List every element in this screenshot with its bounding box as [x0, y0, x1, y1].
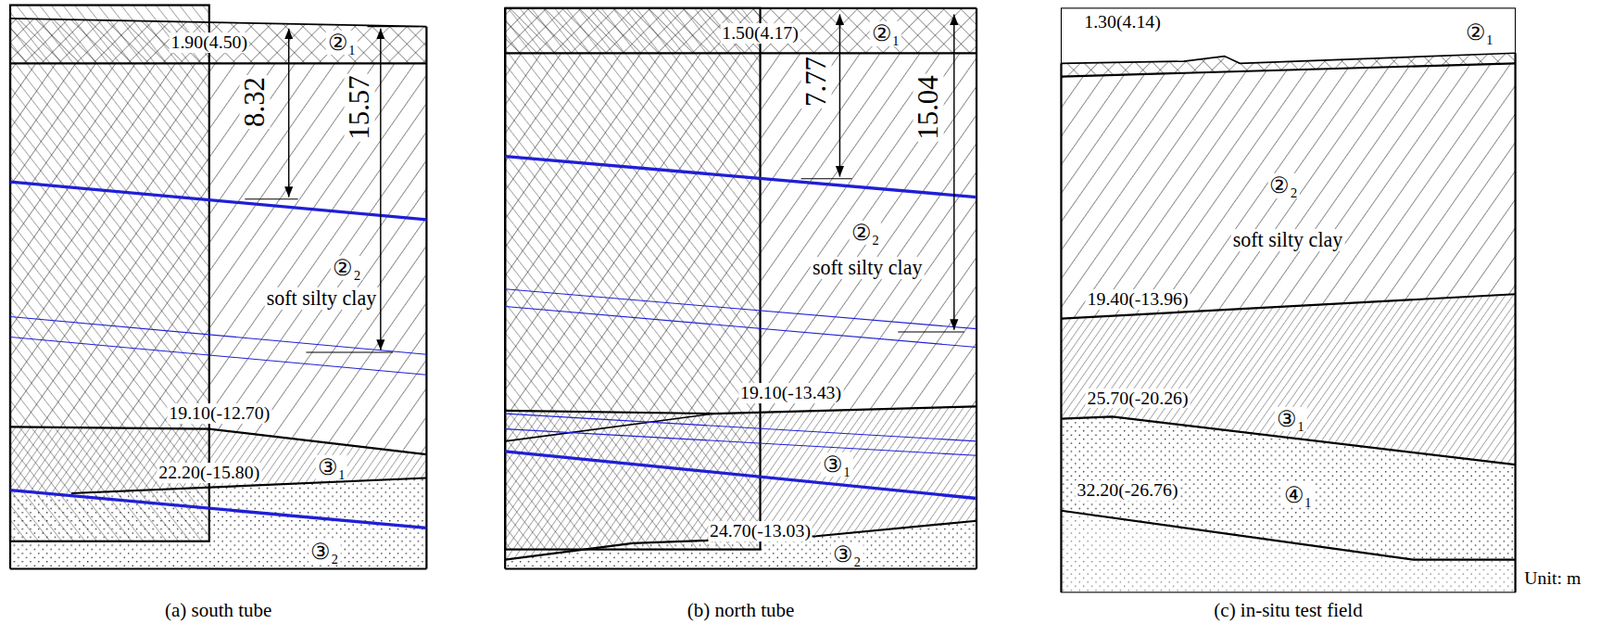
- soil-name: 25.70(-20.26): [1085, 388, 1191, 409]
- elevation-label: 22.20(-15.80): [156, 462, 262, 483]
- soil-name: soft silty clay: [810, 256, 925, 279]
- profile-panel: (b) north tube: [504, 5, 977, 621]
- panel-caption: (c) in-situ test field: [1213, 599, 1362, 621]
- dimension-label: 7.77: [801, 54, 832, 109]
- elevation-label: 32.20(-26.76): [1075, 479, 1181, 501]
- layer-number: ③₁: [315, 454, 348, 479]
- dimension-label: 15.04: [913, 73, 945, 141]
- panel-caption: (a) south tube: [164, 599, 272, 621]
- layer-number: ④₁: [1282, 482, 1314, 507]
- south-tube-profile: [10, 5, 427, 569]
- elevation-label: 19.10(-13.43): [738, 382, 844, 404]
- dimension-label: 15.57: [343, 73, 375, 141]
- layer-number: 19.40(-13.96): [1085, 289, 1191, 310]
- panel-caption: (b) north tube: [687, 599, 794, 621]
- profile-panel: (c) in-situ test field: [1060, 5, 1515, 621]
- dimension-label: 8.32: [239, 75, 271, 129]
- layer-number: ③₂: [831, 541, 863, 567]
- layer-number: ②₁: [326, 30, 358, 55]
- north-tube-profile: [504, 8, 977, 569]
- dimension-label: soft silty clay: [1231, 228, 1346, 252]
- layer-number: ②₁: [869, 21, 902, 46]
- layer-number: ②₂: [849, 220, 882, 245]
- test-field-profile: [1060, 8, 1515, 593]
- elevation-label: ③₁: [1274, 405, 1307, 430]
- soil-name: soft silty clay: [264, 287, 379, 310]
- elevation-label: 1.50(4.17): [719, 23, 801, 44]
- profile-panel: (a) south tube: [10, 5, 427, 621]
- dimension-label: ②₂: [1267, 173, 1299, 198]
- elevation-label: 19.10(-12.70): [166, 403, 272, 424]
- elevation-label: 1.30(4.14): [1082, 12, 1163, 33]
- unit-note: Unit: m: [1522, 568, 1583, 590]
- elevation-label: 1.90(4.50): [169, 32, 251, 53]
- layer-number: ②₂: [330, 254, 363, 279]
- elevation-label: ③₁: [820, 452, 853, 477]
- layer-number: ③₂: [308, 539, 341, 564]
- layer-number: ②₁: [1463, 20, 1496, 45]
- layer-number: 24.70(-13.03): [707, 520, 813, 542]
